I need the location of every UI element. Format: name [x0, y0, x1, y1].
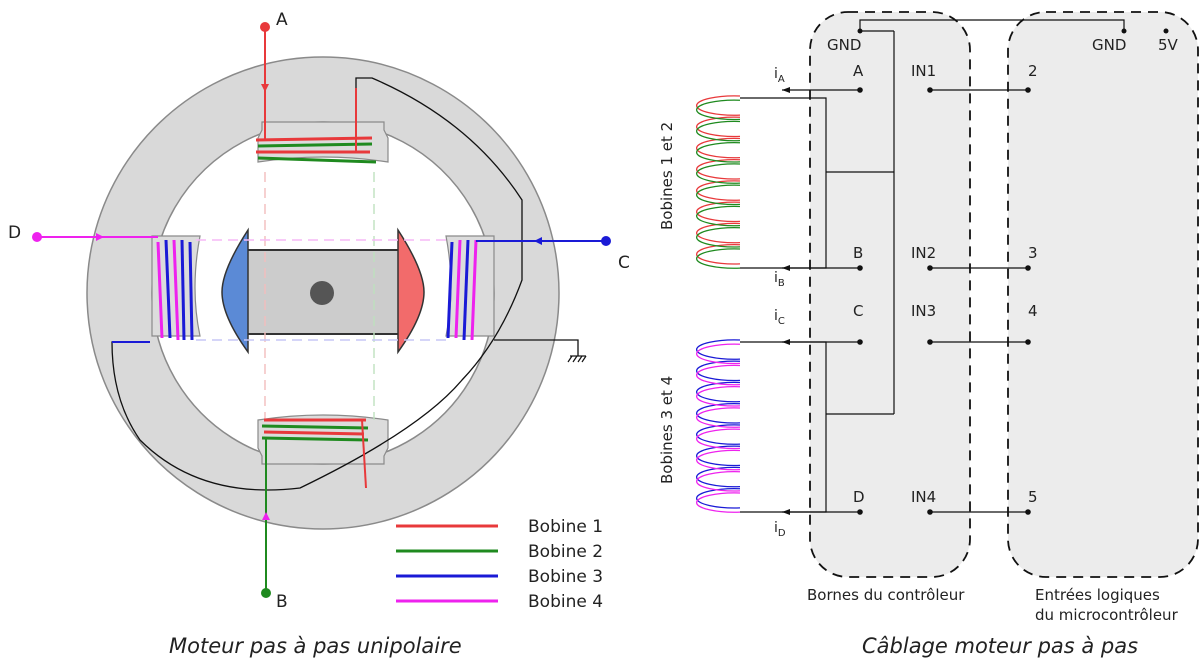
- wire-c: [112, 236, 611, 343]
- coil-group-1-2: [696, 95, 741, 269]
- coil-group-label-2: Bobines 3 et 4: [658, 376, 676, 484]
- motor-diagram: A B C D Bobine 1 Bobine 2 Bobine 3 Bobin…: [8, 10, 630, 612]
- output-lines: [782, 89, 1028, 513]
- wire-a: [260, 22, 368, 489]
- micro-pin-2: 2: [1028, 62, 1038, 80]
- coil-helix-1: [696, 339, 741, 509]
- coil-group-label-1: Bobines 1 et 2: [658, 122, 676, 230]
- controller-input-2: IN2: [911, 244, 936, 262]
- micro-box: [1007, 11, 1199, 578]
- legend-label-4: Bobine 4: [528, 592, 603, 612]
- common-wire: [111, 77, 523, 491]
- ground-wire: [494, 339, 579, 356]
- ground-symbol: [567, 355, 587, 363]
- gnd-link: [859, 19, 1125, 414]
- output-arrows: [782, 87, 790, 515]
- controller-output-a: A: [853, 62, 864, 80]
- coil-group-3-4: [696, 339, 741, 513]
- micro-pin-3: 3: [1028, 244, 1038, 262]
- micro-label-line-2: du microcontrôleur: [1035, 606, 1179, 624]
- rotor-magnet-north: [221, 227, 249, 355]
- legend: Bobine 1 Bobine 2 Bobine 3 Bobine 4: [396, 517, 603, 612]
- terminal-label-b: B: [276, 592, 288, 612]
- rotor-axis: [310, 281, 334, 305]
- legend-label-1: Bobine 1: [528, 517, 603, 537]
- controller-input-4: IN4: [911, 488, 936, 506]
- controller-input-1: IN1: [911, 62, 936, 80]
- legend-label-3: Bobine 3: [528, 567, 603, 587]
- motor-caption: Moteur pas à pas unipolaire: [169, 634, 462, 658]
- wiring-caption: Câblage moteur pas à pas: [862, 634, 1139, 658]
- coil-helix-2: [696, 343, 741, 513]
- coil-left: [156, 239, 194, 341]
- current-label-b: iB: [774, 270, 785, 289]
- current-label-a: iA: [774, 66, 785, 85]
- coil-right: [446, 239, 478, 341]
- controller-output-b: B: [853, 244, 863, 262]
- controller-output-c: C: [853, 302, 863, 320]
- terminal-label-d: D: [8, 223, 21, 243]
- coil-helix-1: [696, 95, 741, 265]
- controller-gnd-label: GND: [827, 36, 861, 54]
- micro-pin-5: 5: [1028, 488, 1038, 506]
- controller-label: Bornes du contrôleur: [807, 586, 965, 604]
- pole-right: [445, 235, 495, 337]
- terminal-label-a: A: [276, 10, 288, 30]
- alignment-lines: [196, 172, 452, 420]
- wire-b: [261, 438, 271, 598]
- micro-gnd-label: GND: [1092, 36, 1126, 54]
- micro-label-line-1: Entrées logiques: [1035, 586, 1160, 604]
- wire-d: [32, 232, 158, 242]
- controller-box: [809, 11, 971, 578]
- pole-top: [257, 121, 389, 163]
- coil-top: [255, 136, 377, 164]
- coil-bottom: [261, 418, 369, 442]
- wiring-diagram: GND GND 5V: [658, 11, 1199, 624]
- rotor-magnet-south: [397, 227, 425, 355]
- controller-output-d: D: [853, 488, 865, 506]
- current-label-c: iC: [774, 308, 785, 327]
- coil-helix-2: [696, 99, 741, 269]
- pin-dots: [857, 87, 1031, 515]
- micro-5v-label: 5V: [1158, 36, 1179, 54]
- current-label-d: iD: [774, 520, 786, 539]
- legend-label-2: Bobine 2: [528, 542, 603, 562]
- controller-input-3: IN3: [911, 302, 936, 320]
- terminal-label-c: C: [618, 253, 630, 273]
- micro-pin-4: 4: [1028, 302, 1038, 320]
